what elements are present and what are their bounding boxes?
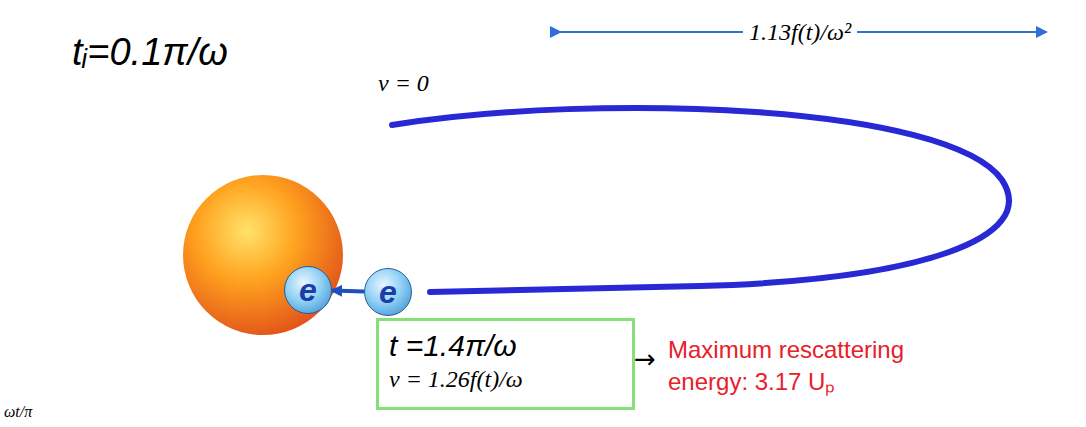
velocity-label: v = 0 — [378, 70, 429, 96]
recollision-arrow — [332, 289, 364, 294]
return-state-box: t =1.4π/ωv = 1.26f(t)/ω — [376, 318, 635, 410]
electron-symbol: e — [299, 274, 317, 306]
ionization-time: tᵢ=0.1π/ω — [72, 30, 228, 76]
distance-label: 1.13f(t)/ω² — [743, 19, 857, 45]
velocity-text: v = 1.26f(t)/ω — [389, 365, 622, 394]
electron-symbol: e — [379, 276, 397, 308]
electron: e — [364, 268, 412, 316]
time-text: t =1.4π/ω — [389, 327, 622, 365]
energy-note: Maximum rescattering energy: 3.17 Uₚ — [668, 334, 928, 399]
atom — [183, 175, 343, 335]
arrow-symbol: → — [634, 345, 656, 374]
electron-trajectory — [392, 108, 1009, 292]
axis-fragment: ωt/π — [4, 403, 32, 421]
electron: e — [284, 266, 332, 314]
